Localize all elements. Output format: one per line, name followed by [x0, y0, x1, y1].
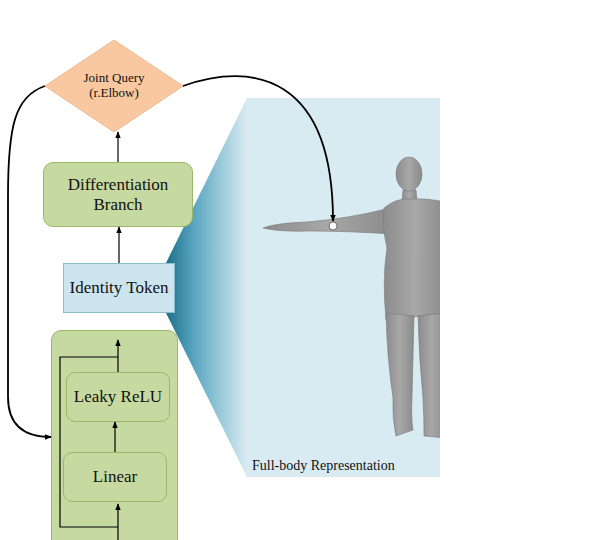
- human-figure: [246, 98, 440, 477]
- layer-box: Linear: [63, 452, 167, 502]
- node-label: Linear: [93, 467, 137, 487]
- process-box: Differentiation Branch: [43, 162, 193, 227]
- output-arrow: [117, 340, 118, 372]
- decision-diamond: Joint Query (r.Elbow): [45, 40, 183, 132]
- input-arrow: [117, 504, 118, 540]
- node-label: Full-body Representation: [252, 458, 395, 474]
- layer-box: Leaky ReLU: [66, 372, 170, 422]
- connector-arrow: [118, 227, 119, 263]
- representation-panel: Full-body Representation: [246, 98, 440, 477]
- connector-arrow: [114, 422, 115, 452]
- node-label: Differentiation Branch: [44, 175, 192, 214]
- residual-line: [60, 357, 118, 527]
- diamond-fill: [45, 40, 183, 132]
- node-label: Joint Query (r.Elbow): [72, 71, 156, 101]
- token-box: Identity Token: [63, 263, 175, 313]
- joint-dot: [329, 222, 337, 230]
- connector-arrow: [117, 132, 118, 162]
- block-container: Leaky ReLU Linear: [51, 330, 178, 540]
- funnel-wedge: [166, 98, 247, 477]
- node-label: Leaky ReLU: [74, 387, 162, 407]
- connector-arrow: [8, 86, 51, 437]
- connector-arrow: [183, 76, 333, 221]
- node-label: Identity Token: [69, 278, 168, 298]
